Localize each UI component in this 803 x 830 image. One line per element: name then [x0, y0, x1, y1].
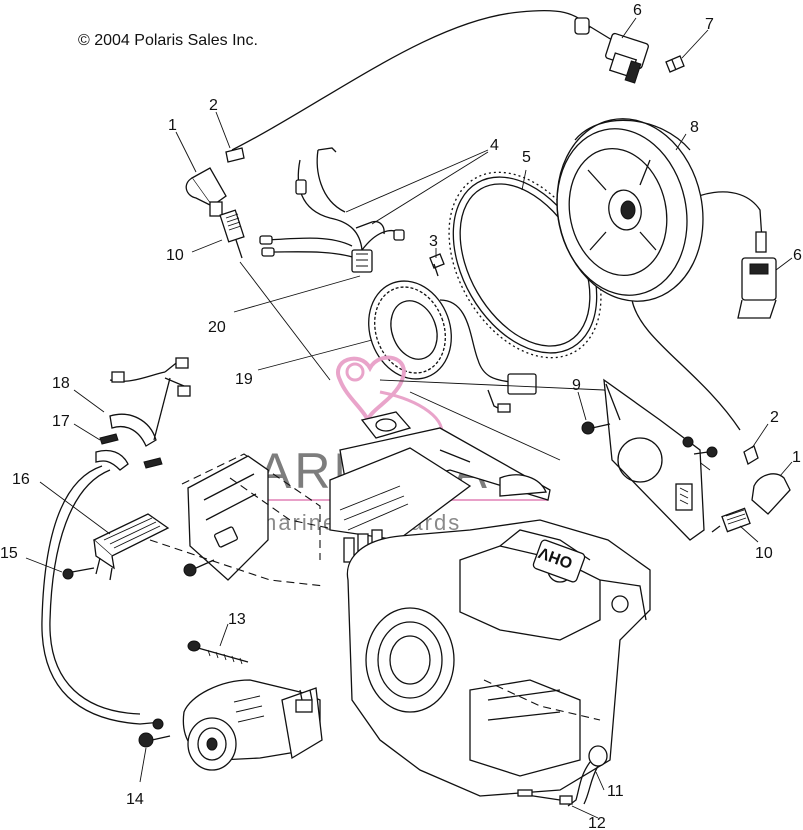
- callout-6a: 6: [633, 2, 642, 19]
- callout-4: 4: [490, 137, 499, 154]
- leader-6b: [775, 257, 793, 271]
- callout-16: 16: [12, 471, 30, 488]
- callout-7: 7: [705, 16, 714, 33]
- leader-11: [595, 771, 605, 791]
- gasket-line: [409, 391, 561, 461]
- wire-clip-left: [225, 147, 245, 163]
- harness-18: [95, 357, 191, 471]
- callout-11: 11: [607, 783, 624, 800]
- harness-wire-top: [231, 9, 591, 151]
- copyright-notice: © 2004 Polaris Sales Inc.: [78, 32, 258, 49]
- callout-2b: 2: [770, 409, 779, 426]
- wiring-harness-main: [259, 147, 405, 273]
- oil-sensor: [567, 745, 608, 807]
- terminal-clip: [665, 55, 685, 73]
- head-gasket: [329, 447, 472, 563]
- leader-5: [521, 169, 527, 191]
- leader-2b: [751, 423, 769, 449]
- dash-line-left: [149, 539, 325, 587]
- callout-1b: 1: [792, 449, 801, 466]
- connector-top: [574, 17, 649, 84]
- callout-1a: 1: [168, 117, 177, 134]
- voltage-regulator: [92, 513, 170, 581]
- leader-12: [571, 805, 599, 819]
- leader-14: [139, 747, 147, 783]
- plug-to-engine-line: [239, 261, 331, 381]
- harness-wire-flywheel: [631, 299, 741, 431]
- leader-8: [675, 133, 687, 151]
- callout-18: 18: [52, 375, 70, 392]
- callout-10a: 10: [166, 247, 184, 264]
- flywheel: [556, 118, 704, 302]
- leader-20: [233, 275, 361, 313]
- starter-bolt: [187, 640, 249, 665]
- callout-10b: 10: [755, 545, 773, 562]
- callout-8: 8: [690, 119, 699, 136]
- leader-13: [219, 623, 229, 647]
- bracket-plate: [603, 378, 705, 541]
- bolt-15: [62, 567, 95, 580]
- leader-15: [25, 557, 63, 573]
- leader-16: [39, 481, 111, 535]
- leader-1b: [779, 461, 793, 477]
- callout-2a: 2: [209, 97, 218, 114]
- callout-6b: 6: [793, 247, 802, 264]
- leader-7: [681, 29, 709, 59]
- leader-9: [577, 391, 587, 421]
- connector-right: [737, 231, 777, 319]
- sensor-wire-12: [517, 789, 573, 805]
- bolt-cover: [183, 559, 215, 577]
- wire-clip-right: [743, 445, 759, 465]
- harness-wire-left-2: [49, 469, 141, 715]
- leader-1a: [175, 131, 197, 173]
- side-cover: [181, 453, 321, 581]
- callout-19: 19: [235, 371, 253, 388]
- starter-motor: [182, 679, 323, 771]
- callout-3: 3: [429, 233, 438, 250]
- spark-plug-right: [711, 507, 751, 533]
- spark-plug-cap-left: [185, 167, 227, 207]
- leader-4a: [345, 149, 489, 213]
- leader-10b: [739, 525, 759, 543]
- engine-block: [346, 519, 651, 797]
- leader-2a: [215, 111, 231, 149]
- starter-nut-14: [138, 718, 171, 748]
- screw-3: [429, 253, 445, 277]
- callout-12: 12: [588, 815, 606, 830]
- bolt-bracket-right: [682, 436, 718, 458]
- callout-13: 13: [228, 611, 246, 628]
- leader-18: [73, 389, 105, 413]
- leader-17: [73, 423, 101, 441]
- spark-plug-cap-right: [751, 473, 791, 515]
- harness-wire-left: [41, 465, 163, 725]
- dash-line-mid: [229, 477, 339, 531]
- bolt-9: [581, 421, 611, 435]
- callout-20: 20: [208, 319, 226, 336]
- callout-9: 9: [572, 377, 581, 394]
- leader-4b: [371, 151, 489, 225]
- leader-19: [257, 339, 373, 371]
- leader-10a: [191, 239, 223, 253]
- leader-6a: [621, 17, 637, 39]
- wire-tie-17: [99, 433, 163, 469]
- callout-14: 14: [126, 791, 144, 808]
- callout-5: 5: [522, 149, 531, 166]
- stator: [368, 280, 537, 413]
- spark-plug-left: [209, 201, 245, 259]
- callout-17: 17: [52, 413, 70, 430]
- callout-15: 15: [0, 545, 18, 562]
